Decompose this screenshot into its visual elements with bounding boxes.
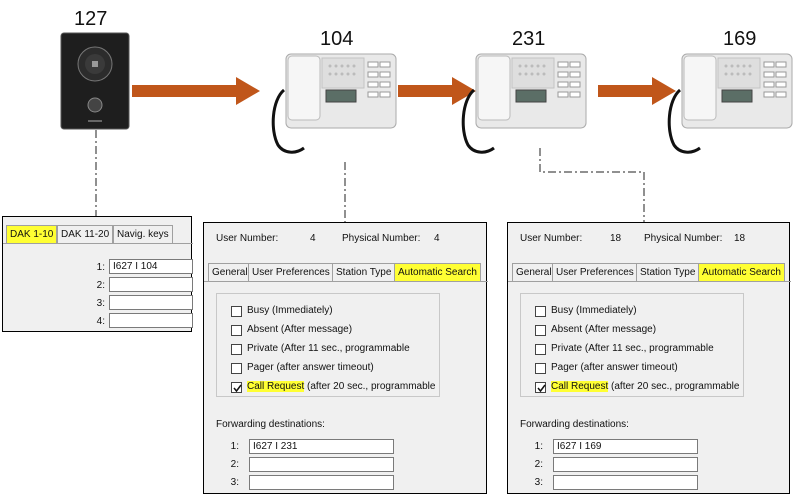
private-label: Private (After 11 sec., programmable (247, 343, 410, 354)
forwarding-field-2[interactable] (249, 457, 394, 472)
call-request-checkbox[interactable] (535, 382, 546, 393)
forwarding-field-3[interactable] (553, 475, 698, 490)
tab-automatic-search[interactable]: Automatic Search (394, 263, 481, 281)
physical-number-label: Physical Number: (644, 233, 723, 244)
tab-dak-11-20[interactable]: DAK 11-20 (57, 225, 114, 243)
desk-station-231-icon (461, 53, 587, 154)
row-label: 2: (230, 459, 239, 470)
desk-station-104-icon (271, 53, 397, 154)
arrow-231-to-169 (598, 77, 676, 105)
forwarding-field-1[interactable]: I627 I 231 (249, 439, 394, 454)
user-number-value: 18 (610, 233, 622, 244)
call-request-checkbox[interactable] (231, 382, 242, 393)
forwarding-field-2[interactable] (553, 457, 698, 472)
private-checkbox[interactable] (231, 344, 242, 355)
absent-label: Absent (After message) (247, 324, 353, 335)
tab-divider (3, 243, 193, 244)
station-number-169: 169 (723, 28, 757, 50)
absent-checkbox[interactable] (231, 325, 242, 336)
row-label: 1: (534, 441, 543, 452)
station-104-settings-panel: User Number: 4 Physical Number: 4 Genera… (203, 222, 488, 494)
physical-number-value: 18 (734, 233, 746, 244)
busy-checkbox[interactable] (231, 306, 242, 317)
private-label: Private (After 11 sec., programmable (551, 343, 714, 354)
tab-station-type[interactable]: Station Type (636, 263, 700, 281)
row-label: 1: (230, 441, 239, 452)
busy-label: Busy (Immediately) (247, 305, 333, 316)
station-231-settings-panel: User Number: 18 Physical Number: 18 Gene… (507, 222, 791, 494)
user-number-label: User Number: (520, 233, 583, 244)
tab-navig-keys[interactable]: Navig. keys (113, 225, 173, 243)
checkmark-icon (537, 384, 546, 393)
station-number-104: 104 (320, 28, 354, 50)
search-options-group (216, 293, 440, 397)
forwarding-field-3[interactable] (249, 475, 394, 490)
forwarding-label: Forwarding destinations: (520, 419, 629, 430)
private-checkbox[interactable] (535, 344, 546, 355)
tab-station-type[interactable]: Station Type (332, 263, 396, 281)
physical-number-value: 4 (434, 233, 440, 244)
call-request-highlight: Call Request (247, 381, 305, 392)
dak-field-3[interactable] (109, 295, 193, 310)
tab-user-preferences[interactable]: User Preferences (552, 263, 638, 281)
row-label: 2: (96, 280, 105, 291)
pager-label: Pager (after answer timeout) (247, 362, 374, 373)
absent-label: Absent (After message) (551, 324, 657, 335)
door-station-icon (60, 32, 130, 130)
tab-dak-1-10[interactable]: DAK 1-10 (6, 225, 58, 243)
row-label: 1: (96, 262, 105, 273)
tab-general[interactable]: General (208, 263, 252, 281)
tab-general[interactable]: General (512, 263, 556, 281)
call-request-label: Call Request (after 20 sec., programmabl… (247, 381, 435, 392)
tab-user-preferences[interactable]: User Preferences (248, 263, 334, 281)
busy-checkbox[interactable] (535, 306, 546, 317)
row-label: 2: (534, 459, 543, 470)
pager-checkbox[interactable] (535, 363, 546, 374)
absent-checkbox[interactable] (535, 325, 546, 336)
row-label: 3: (96, 298, 105, 309)
search-options-group (520, 293, 744, 397)
user-number-value: 4 (310, 233, 316, 244)
tab-automatic-search[interactable]: Automatic Search (698, 263, 785, 281)
desk-station-169-icon (667, 53, 793, 154)
tab-divider (508, 281, 791, 282)
forwarding-label: Forwarding destinations: (216, 419, 325, 430)
row-label: 3: (230, 477, 239, 488)
busy-label: Busy (Immediately) (551, 305, 637, 316)
arrow-127-to-104 (132, 77, 260, 105)
station-number-231: 231 (512, 28, 546, 50)
dak-field-2[interactable] (109, 277, 193, 292)
dak-field-4[interactable] (109, 313, 193, 328)
row-label: 4: (96, 316, 105, 327)
call-request-detail: (after 20 sec., programmable (304, 381, 436, 392)
arrow-104-to-231 (398, 77, 476, 105)
user-number-label: User Number: (216, 233, 279, 244)
row-label: 3: (534, 477, 543, 488)
pager-checkbox[interactable] (231, 363, 242, 374)
physical-number-label: Physical Number: (342, 233, 421, 244)
tab-divider (204, 281, 488, 282)
dak-field-1[interactable]: I627 I 104 (109, 259, 193, 274)
call-request-label: Call Request (after 20 sec., programmabl… (551, 381, 739, 392)
dak-panel: DAK 1-10 DAK 11-20 Navig. keys 1: I627 I… (2, 216, 193, 332)
forwarding-field-1[interactable]: I627 I 169 (553, 439, 698, 454)
station-number-127: 127 (74, 8, 108, 30)
checkmark-icon (233, 384, 242, 393)
call-request-detail: (after 20 sec., programmable (608, 381, 740, 392)
pager-label: Pager (after answer timeout) (551, 362, 678, 373)
call-request-highlight: Call Request (551, 381, 609, 392)
